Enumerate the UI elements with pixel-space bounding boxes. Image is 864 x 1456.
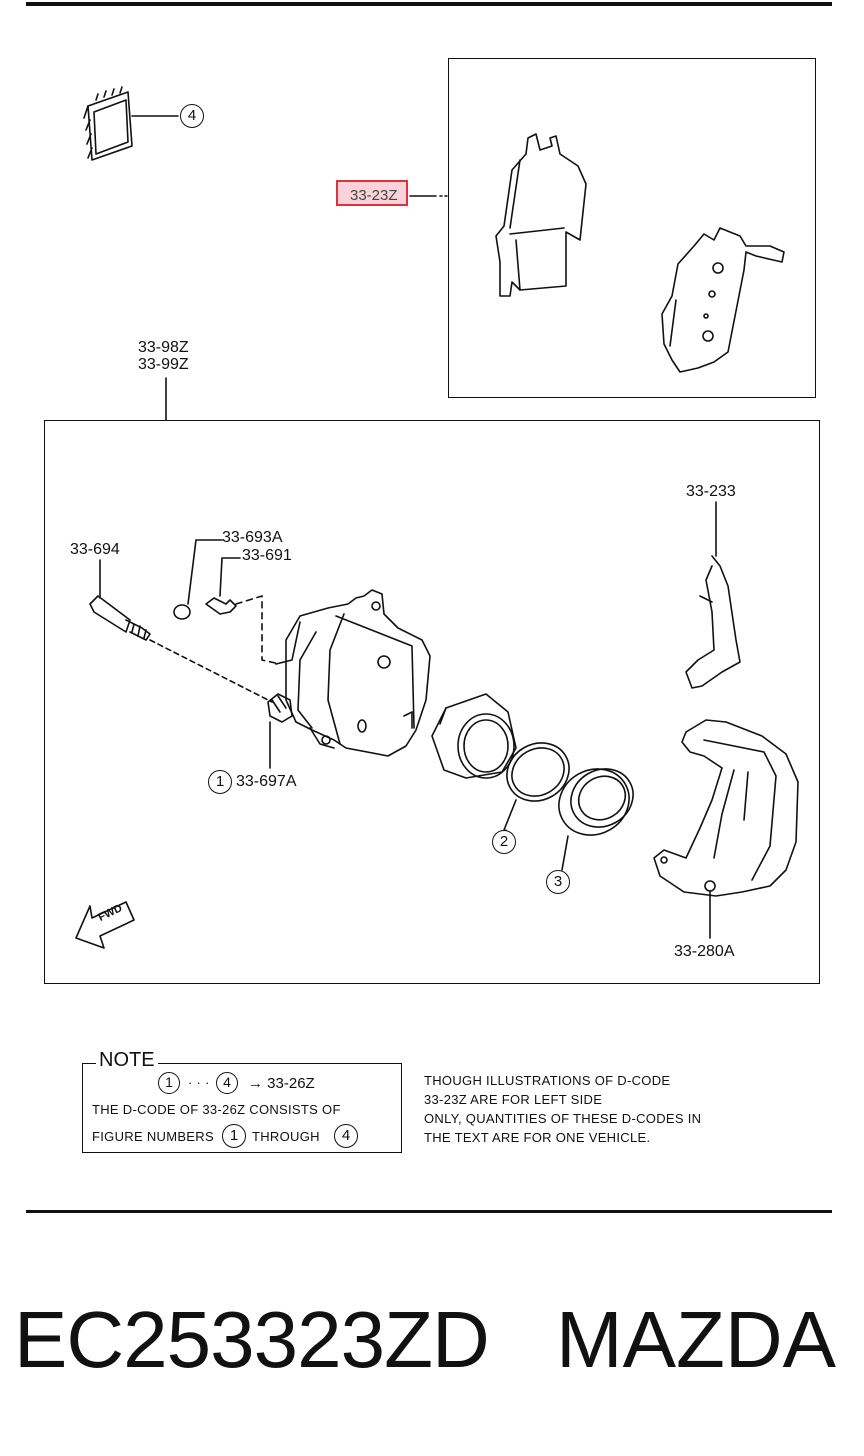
callout-4-shim: 4 — [180, 104, 204, 128]
brake-pad-outer-drawing — [661, 227, 785, 373]
label-caliper-right: 33-99Z — [138, 356, 189, 373]
note-callout-1b: 1 — [222, 1124, 246, 1148]
dust-boot-drawing — [558, 768, 634, 871]
label-guide-pin: 33-694 — [70, 541, 120, 558]
brake-pad-inner-drawing — [495, 133, 587, 297]
label-bolt-cap: 33-693A — [222, 529, 283, 546]
bleeder-drawing — [205, 557, 281, 665]
part-number: EC253323ZD — [14, 1295, 490, 1384]
label-pad-kit: 33-23Z — [350, 187, 398, 204]
note-side-2: 33-23Z ARE FOR LEFT SIDE — [424, 1092, 603, 1107]
label-caliper-left: 33-98Z — [138, 339, 189, 356]
note-title: NOTE — [96, 1050, 158, 1070]
note-callout-1: 1 — [158, 1072, 180, 1094]
fwd-arrow-drawing — [75, 901, 135, 949]
guide-pin-drawing — [89, 559, 273, 703]
note-line3-b: THROUGH — [252, 1129, 320, 1144]
bolt-cap-drawing — [173, 539, 223, 620]
note-side-4: THE TEXT ARE FOR ONE VEHICLE. — [424, 1130, 651, 1145]
callout-2-seal: 2 — [492, 830, 516, 854]
spring-clip-drawing — [685, 501, 741, 689]
label-boot: 33-697A — [236, 773, 297, 790]
note-arrow-code: → 33-26Z — [248, 1075, 315, 1092]
highlight-pad-kit — [336, 180, 408, 206]
guide-boot-drawing — [267, 693, 293, 769]
note-line2: THE D-CODE OF 33-26Z CONSISTS OF — [92, 1102, 341, 1117]
caliper-box — [44, 420, 820, 984]
caliper-body-drawing — [275, 589, 431, 757]
note-side-3: ONLY, QUANTITIES OF THESE D-CODES IN — [424, 1111, 702, 1126]
shim-drawing — [83, 86, 179, 161]
callout-1-boot: 1 — [208, 770, 232, 794]
note-line3-a: FIGURE NUMBERS — [92, 1129, 214, 1144]
caliper-bracket-drawing — [653, 719, 799, 939]
note-side-1: THOUGH ILLUSTRATIONS OF D-CODE — [424, 1073, 671, 1088]
piston-drawing — [431, 693, 517, 779]
piston-seal-drawing — [503, 742, 570, 831]
label-spring: 33-233 — [686, 483, 736, 500]
note-callout-4b: 4 — [334, 1124, 358, 1148]
callout-3-dust-boot: 3 — [546, 870, 570, 894]
pad-kit-box — [448, 58, 816, 398]
brand-name: MAZDA — [556, 1295, 836, 1384]
top-rule — [26, 2, 832, 6]
label-bleeder: 33-691 — [242, 547, 292, 564]
bottom-rule — [26, 1210, 832, 1213]
note-box — [82, 1063, 402, 1153]
note-dots: · · · — [188, 1075, 210, 1090]
note-callout-4a: 4 — [216, 1072, 238, 1094]
label-bracket: 33-280A — [674, 943, 735, 960]
